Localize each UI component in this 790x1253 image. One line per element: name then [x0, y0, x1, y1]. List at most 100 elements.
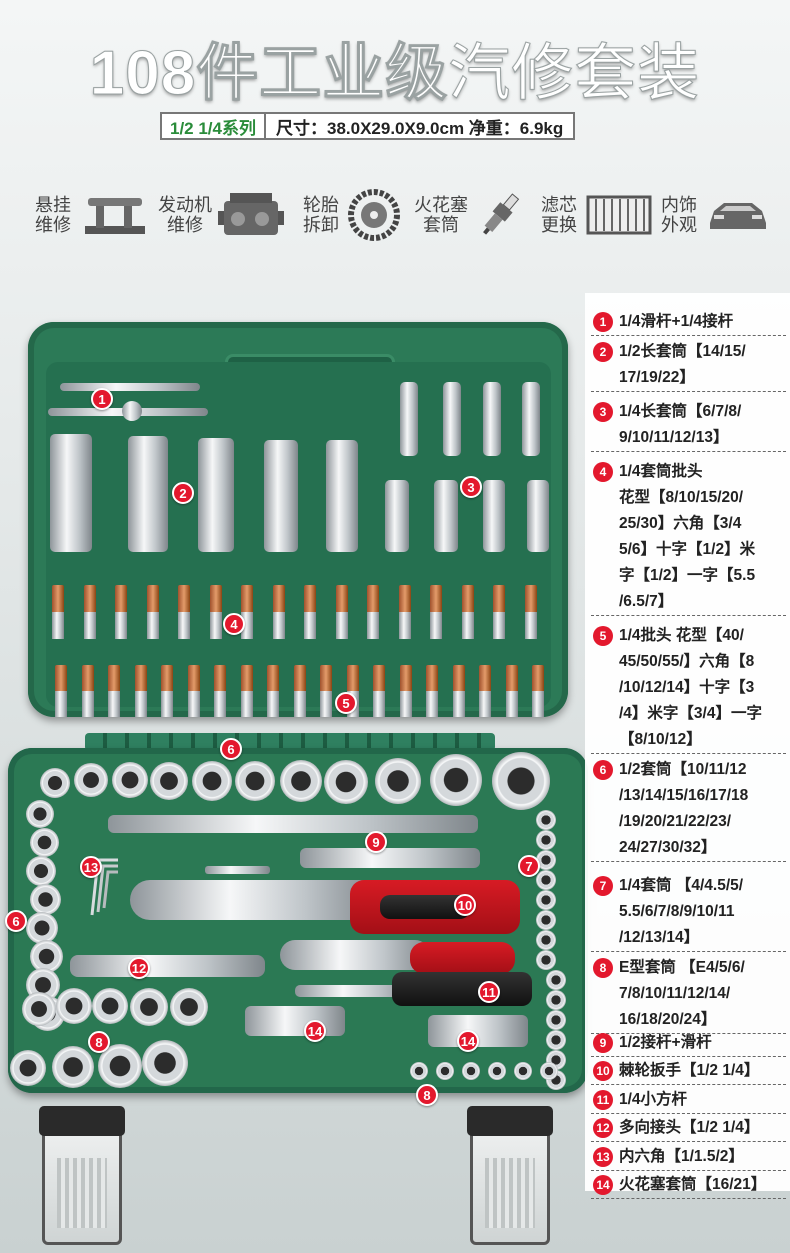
badge-8-bottom: 8 — [416, 1084, 438, 1106]
socket-1-2 — [40, 768, 70, 798]
screwdriver-bit — [267, 665, 279, 717]
sliding-bar — [60, 383, 200, 391]
screwdriver-bit — [134, 665, 147, 717]
legend-number: 13 — [593, 1147, 613, 1167]
legend-text: 1/4套筒批头 花型【8/10/15/20/ 25/30】六角【3/4 5/6】… — [619, 463, 756, 610]
long-socket-1-2 — [198, 438, 234, 552]
badge-11: 11 — [478, 981, 500, 1003]
screwdriver-bit — [187, 665, 200, 717]
socket-bit — [115, 585, 127, 639]
use-label: 内饰 外观 — [656, 195, 702, 235]
long-socket-1-4 — [385, 480, 409, 552]
use-label-text: 滤芯 更换 — [541, 195, 577, 235]
screwdriver-bit — [55, 665, 67, 717]
legend-text: 1/2接杆+滑杆 — [619, 1034, 712, 1051]
badge-10: 10 — [454, 894, 476, 916]
bar-joint — [122, 401, 142, 421]
use-spark-plug: 火花塞 套筒 — [414, 180, 528, 250]
socket-bit — [398, 585, 411, 639]
spinner-shaft — [295, 985, 415, 997]
badge-13: 13 — [80, 856, 102, 878]
screwdriver-bit — [293, 665, 306, 717]
socket-1-2 — [280, 760, 322, 802]
socket-1-4 — [536, 950, 556, 970]
socket-1-2 — [192, 761, 232, 801]
sliding-t-bar — [108, 815, 478, 833]
long-socket-1-4 — [434, 480, 458, 552]
socket-1-4 — [536, 850, 556, 870]
use-label-text: 火花塞 套筒 — [414, 195, 468, 235]
socket-bit — [335, 585, 348, 639]
socket-bit — [178, 585, 190, 639]
tire-icon — [348, 189, 400, 241]
socket-1-4 — [536, 910, 556, 930]
legend-text: 1/4滑杆+1/4接杆 — [619, 313, 734, 330]
socket-bit — [493, 585, 505, 639]
legend-number: 5 — [593, 626, 613, 646]
legend-number: 4 — [593, 462, 613, 482]
case-latch-left[interactable] — [39, 1106, 125, 1245]
socket-1-2 — [26, 912, 58, 944]
e-socket — [10, 1050, 46, 1086]
use-label: 火花塞 套筒 — [414, 195, 468, 235]
socket-1-2 — [324, 760, 368, 804]
legend-text: 1/4批头 花型【40/ 45/50/55/】六角【8 /10/12/14】十字… — [619, 627, 762, 748]
screwdriver-bit — [479, 665, 491, 717]
badge-14-right: 14 — [457, 1030, 479, 1052]
legend-number: 9 — [593, 1033, 613, 1053]
socket-bit — [461, 585, 474, 639]
socket-1-2 — [26, 856, 56, 886]
badge-5: 5 — [335, 692, 357, 714]
badge-6-left: 6 — [5, 910, 27, 932]
car-icon — [710, 203, 766, 229]
e-socket — [142, 1040, 188, 1086]
long-socket-1-2 — [50, 434, 92, 552]
legend-item-9: 9 1/2接杆+滑杆 — [591, 1030, 786, 1057]
legend-item-13: 13 内六角【1/1.5/2】 — [591, 1144, 786, 1171]
socket-bit — [209, 585, 222, 639]
e-socket — [130, 988, 168, 1026]
universal-joint — [70, 955, 265, 977]
socket-1-2 — [235, 761, 275, 801]
badge-8: 8 — [88, 1031, 110, 1053]
socket-1-2 — [375, 758, 421, 804]
socket-1-2 — [30, 884, 61, 915]
title-thin: 汽修套装 — [448, 39, 701, 109]
long-socket-1-4 — [522, 382, 540, 456]
series-label: 1/2 1/4系列 — [160, 112, 266, 140]
legend-number: 11 — [593, 1090, 613, 1110]
legend-number: 12 — [593, 1118, 613, 1138]
screwdriver-bit — [452, 665, 465, 717]
screwdriver-bit — [214, 665, 226, 717]
legend-text: 多向接头【1/2 1/4】 — [619, 1119, 760, 1136]
legend-text: 1/4套筒 【4/4.5/5/ 5.5/6/7/8/9/10/11 /12/13… — [619, 877, 744, 946]
case-latch-right[interactable] — [467, 1106, 553, 1245]
spark-plug-socket-16 — [245, 1006, 345, 1036]
socket-1-2 — [492, 752, 550, 810]
case-hinge — [85, 733, 495, 751]
extension-bar-1-2 — [300, 848, 480, 868]
long-socket-1-4 — [527, 480, 549, 552]
ratchet-1-4-grip — [410, 942, 515, 974]
filter-icon — [586, 195, 652, 235]
legend-text: 内六角【1/1.5/2】 — [619, 1148, 744, 1165]
use-filter: 滤芯 更换 — [536, 180, 652, 250]
case-lid — [28, 322, 568, 717]
e-socket-small — [462, 1062, 480, 1080]
screwdriver-bit — [240, 665, 253, 717]
socket-1-4 — [546, 990, 566, 1010]
use-case-row: 悬挂 维修 发动机 维修 轮胎 拆卸 火花塞 套筒 — [30, 180, 770, 250]
small-extension — [205, 866, 270, 874]
socket-1-2 — [112, 762, 148, 798]
socket-bit — [272, 585, 285, 639]
legend-number: 6 — [593, 760, 613, 780]
long-socket-1-4 — [483, 480, 505, 552]
socket-1-2 — [30, 940, 63, 973]
